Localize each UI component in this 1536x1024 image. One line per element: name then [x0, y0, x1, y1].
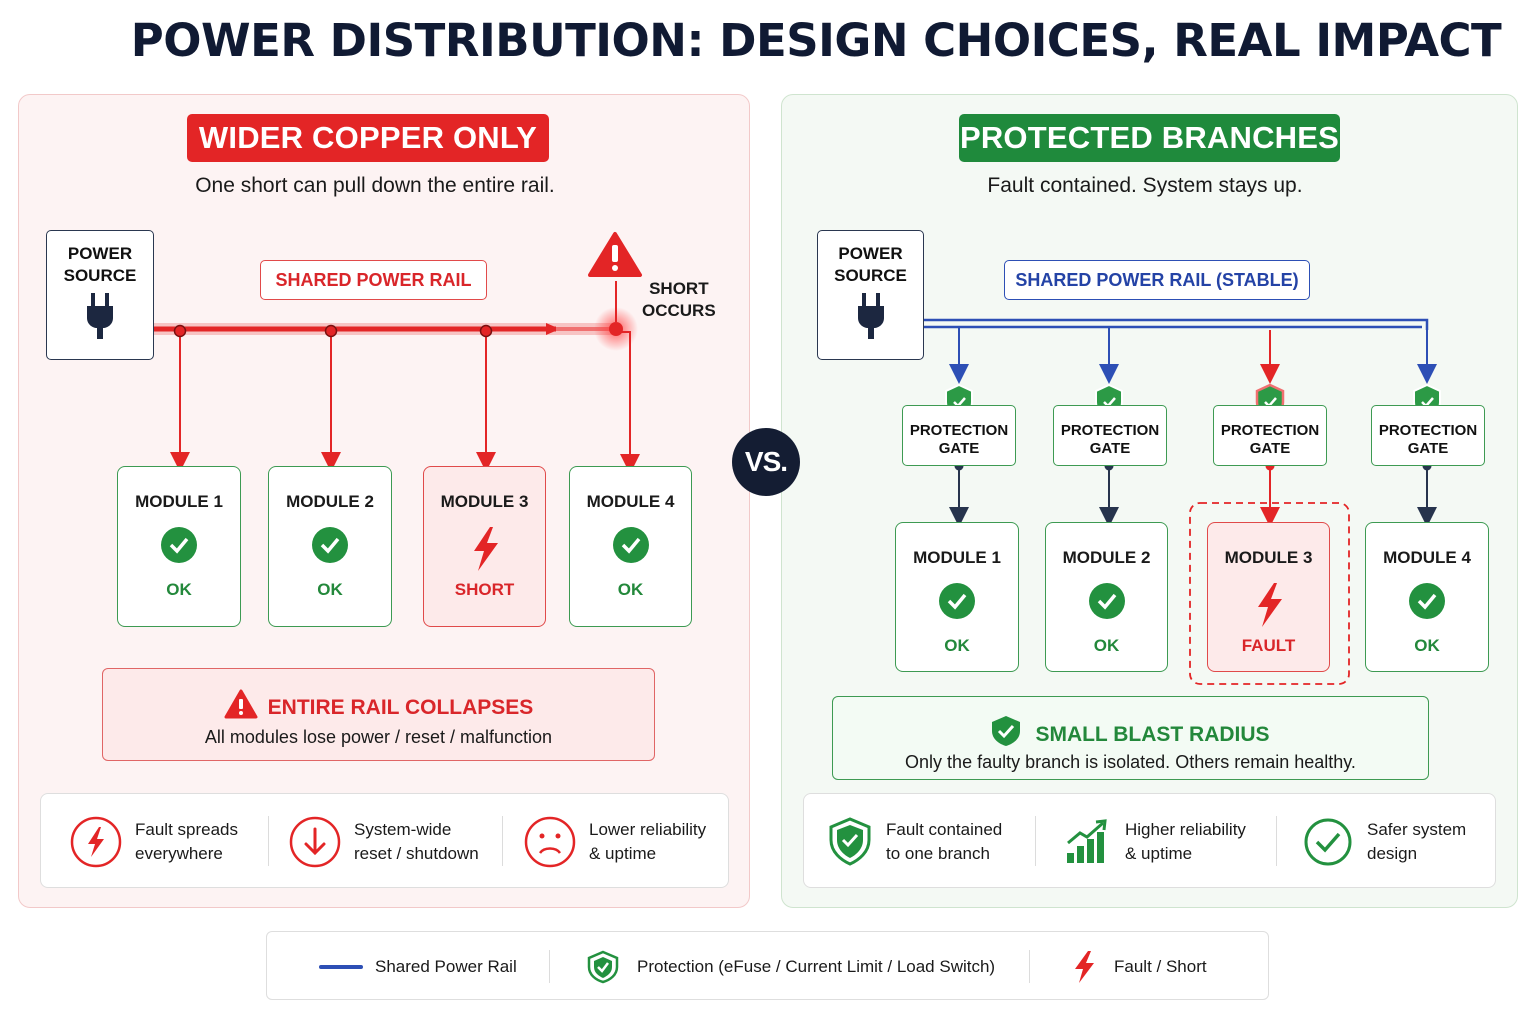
lightning-icon	[473, 527, 498, 571]
legend-label-fault: Fault / Short	[1114, 956, 1207, 976]
right-module-2: MODULE 2 OK	[1045, 522, 1168, 672]
legend-label-rail: Shared Power Rail	[375, 956, 517, 976]
vs-badge: VS.	[732, 428, 800, 496]
lightning-circle-icon	[70, 816, 122, 867]
right-module-1: MODULE 1 OK	[895, 522, 1019, 672]
lightning-icon	[1075, 950, 1094, 983]
blast-radius-callout: SMALL BLAST RADIUS Only the faulty branc…	[832, 696, 1429, 780]
rail-collapse-callout: ENTIRE RAIL COLLAPSES All modules lose p…	[102, 668, 655, 761]
warning-triangle-icon	[588, 232, 642, 277]
right-banner: PROTECTED BRANCHES	[959, 114, 1340, 162]
bar-chart-up-icon	[1067, 818, 1107, 863]
collapse-text: All modules lose power / reset / malfunc…	[204, 727, 553, 747]
shield-check-icon	[587, 950, 619, 983]
isolation-boundary	[1189, 502, 1350, 685]
check-circle-icon	[161, 527, 197, 563]
left-module-2: MODULE 2 OK	[268, 466, 392, 627]
left-branches	[170, 331, 496, 472]
check-circle-icon	[1304, 818, 1352, 865]
left-shared-rail	[154, 281, 640, 474]
down-arrow-circle-icon	[289, 816, 341, 867]
legend: Shared Power Rail Protection (eFuse / Cu…	[266, 931, 1269, 1000]
gate-shield-icons	[945, 383, 1441, 421]
check-circle-icon	[939, 583, 975, 619]
sad-face-icon	[524, 816, 576, 867]
right-branches	[949, 327, 1437, 384]
blue-line-icon	[319, 964, 363, 969]
plug-icon	[857, 293, 884, 339]
left-module-3: MODULE 3 SHORT	[423, 466, 546, 627]
collapse-title: ENTIRE RAIL COLLAPSES	[267, 696, 534, 719]
blast-text: Only the faulty branch is isolated. Othe…	[905, 752, 1356, 772]
left-banner: WIDER COPPER ONLY	[187, 114, 549, 162]
lightning-icon	[1257, 583, 1282, 627]
left-subtitle: One short can pull down the entire rail.	[195, 174, 555, 197]
warning-triangle-icon	[224, 689, 258, 719]
check-circle-icon	[612, 527, 649, 563]
left-module-4: MODULE 4 OK	[569, 466, 692, 627]
shield-check-icon	[829, 816, 871, 866]
left-junction-dots	[173, 324, 493, 338]
right-module-3: MODULE 3 FAULT	[1207, 522, 1330, 672]
check-circle-icon	[1409, 583, 1445, 619]
right-shared-rail	[924, 318, 1429, 330]
plug-icon	[87, 293, 113, 339]
check-circle-icon	[1088, 583, 1125, 619]
left-rail-label: SHARED POWER RAIL	[260, 260, 487, 300]
blast-title: SMALL BLAST RADIUS	[1035, 723, 1270, 746]
shield-check-icon	[992, 716, 1021, 746]
page-title: POWER DISTRIBUTION: DESIGN CHOICES, REAL…	[130, 14, 1502, 67]
right-module-4: MODULE 4 OK	[1365, 522, 1489, 672]
left-module-1: MODULE 1 OK	[117, 466, 241, 627]
gate-to-module-links	[949, 466, 1437, 527]
check-circle-icon	[312, 527, 348, 563]
right-subtitle: Fault contained. System stays up.	[987, 174, 1303, 197]
right-rail-label: SHARED POWER RAIL (STABLE)	[1004, 260, 1310, 300]
legend-label-protection: Protection (eFuse / Current Limit / Load…	[637, 956, 996, 976]
